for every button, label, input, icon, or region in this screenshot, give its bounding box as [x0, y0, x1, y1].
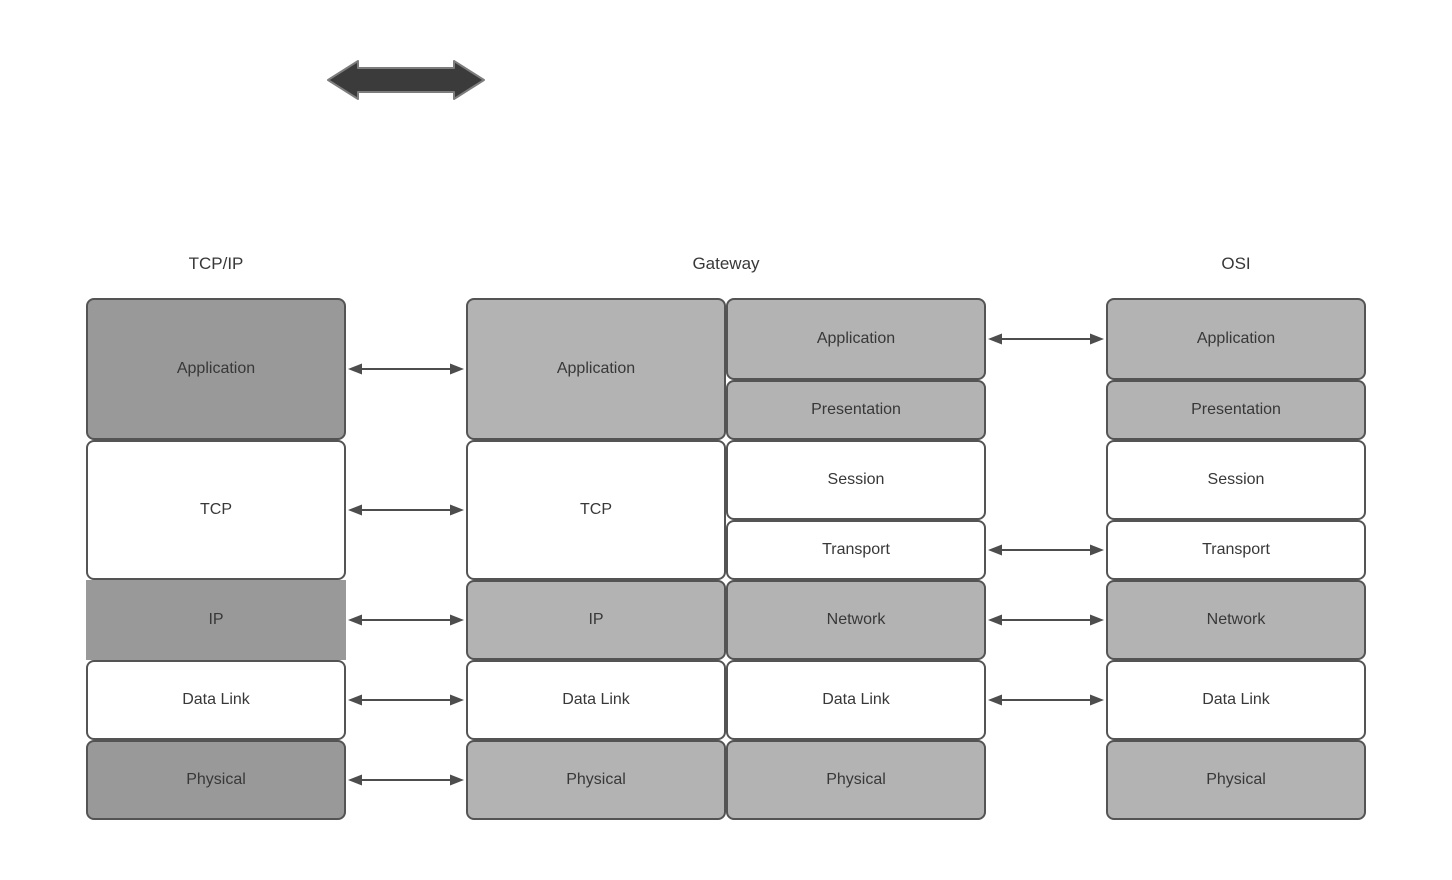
- double-arrow-connector-ip: [348, 614, 464, 626]
- box-osi-presentation: Presentation: [1106, 380, 1366, 440]
- box-label: Network: [1206, 611, 1266, 629]
- box-gateway-right-application: Application: [726, 298, 986, 380]
- box-tcpip-ip: IP: [86, 580, 346, 660]
- box-label: Presentation: [811, 401, 901, 419]
- box-label: Physical: [566, 771, 626, 789]
- box-gateway-left-tcp: TCP: [466, 440, 726, 580]
- double-arrow-connector-application-osi: [988, 333, 1104, 345]
- double-arrow-connector-application: [348, 363, 464, 375]
- thick-double-arrow-icon: [327, 60, 485, 100]
- box-label: Data Link: [562, 691, 630, 709]
- box-label: IP: [588, 611, 604, 629]
- box-label: Physical: [826, 771, 886, 789]
- box-gateway-right-transport: Transport: [726, 520, 986, 580]
- double-arrow-connector-network-osi: [988, 614, 1104, 626]
- box-osi-network: Network: [1106, 580, 1366, 660]
- box-tcpip-application: Application: [86, 298, 346, 440]
- box-label: Application: [1196, 330, 1276, 348]
- box-label: Presentation: [1191, 401, 1281, 419]
- double-arrow-connector-data-link-osi: [988, 694, 1104, 706]
- double-arrow-connector-transport-osi: [988, 544, 1104, 556]
- box-gateway-left-physical: Physical: [466, 740, 726, 820]
- box-label: Physical: [1206, 771, 1266, 789]
- box-osi-transport: Transport: [1106, 520, 1366, 580]
- box-tcpip-tcp: TCP: [86, 440, 346, 580]
- box-tcpip-physical: Physical: [86, 740, 346, 820]
- box-gateway-right-physical: Physical: [726, 740, 986, 820]
- box-osi-data-link: Data Link: [1106, 660, 1366, 740]
- box-tcpip-data-link: Data Link: [86, 660, 346, 740]
- box-label: Session: [827, 471, 885, 489]
- box-gateway-right-presentation: Presentation: [726, 380, 986, 440]
- box-label: Application: [556, 360, 636, 378]
- box-label: Transport: [1202, 541, 1270, 559]
- box-label: Data Link: [1202, 691, 1270, 709]
- column-header-osi: OSI: [1221, 254, 1251, 273]
- box-label: TCP: [200, 501, 232, 519]
- column-header-tcpip: TCP/IP: [188, 254, 244, 273]
- box-osi-application: Application: [1106, 298, 1366, 380]
- box-label: IP: [208, 611, 224, 629]
- box-gateway-left-application: Application: [466, 298, 726, 440]
- box-label: TCP: [580, 501, 612, 519]
- box-osi-physical: Physical: [1106, 740, 1366, 820]
- box-label: Session: [1207, 471, 1265, 489]
- double-arrow-connector-tcp: [348, 504, 464, 516]
- box-label: Application: [816, 330, 896, 348]
- box-gateway-left-ip: IP: [466, 580, 726, 660]
- column-header-gateway: Gateway: [692, 254, 760, 273]
- box-label: Network: [826, 611, 886, 629]
- box-label: Transport: [822, 541, 890, 559]
- box-label: Application: [176, 360, 256, 378]
- double-arrow-connector-physical: [348, 774, 464, 786]
- box-gateway-right-network: Network: [726, 580, 986, 660]
- box-osi-session: Session: [1106, 440, 1366, 520]
- box-label: Data Link: [182, 691, 250, 709]
- box-gateway-right-data-link: Data Link: [726, 660, 986, 740]
- box-label: Data Link: [822, 691, 890, 709]
- double-arrow-connector-data-link: [348, 694, 464, 706]
- box-gateway-right-session: Session: [726, 440, 986, 520]
- box-gateway-left-data-link: Data Link: [466, 660, 726, 740]
- box-label: Physical: [186, 771, 246, 789]
